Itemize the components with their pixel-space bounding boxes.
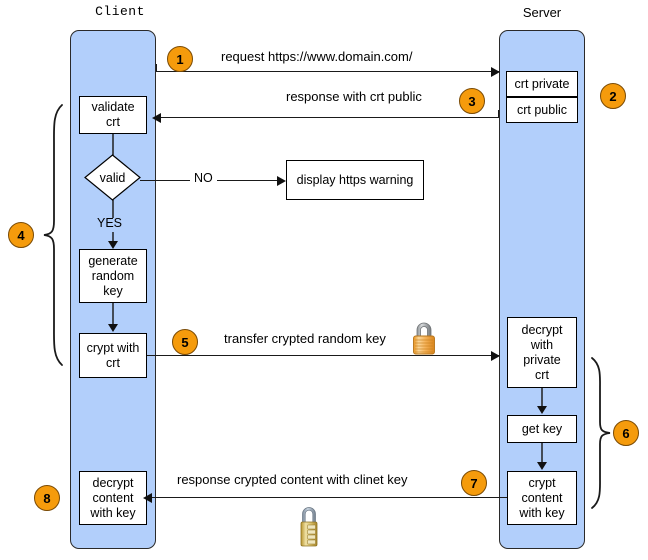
brace-server-decrypt-group bbox=[588, 356, 614, 510]
actor-title-client: Client bbox=[95, 4, 145, 19]
process-box-get-key: get key bbox=[507, 415, 577, 443]
message-line-response-content bbox=[147, 497, 507, 498]
padlock-combination-icon bbox=[296, 504, 322, 550]
process-box-validate-crt: validate crt bbox=[79, 96, 147, 134]
arrowhead-down-generate bbox=[108, 241, 118, 249]
arrowhead-right-request bbox=[491, 67, 500, 77]
actor-title-server: Server bbox=[522, 5, 562, 20]
padlock-icon bbox=[408, 318, 440, 356]
process-box-decrypt-content-with-key: decrypt content with key bbox=[79, 471, 147, 525]
arrowhead-right-transfer-key bbox=[491, 351, 500, 361]
step-badge-3: 3 bbox=[459, 88, 485, 114]
step-badge-2: 2 bbox=[600, 83, 626, 109]
arrowhead-down-crypt bbox=[108, 324, 118, 332]
arrowhead-left-response-crt bbox=[152, 113, 161, 123]
process-box-crt-public: crt public bbox=[506, 97, 578, 123]
branch-label-no: NO bbox=[190, 171, 217, 185]
message-tick-response-crt-start bbox=[498, 110, 499, 118]
message-label-response-crt: response with crt public bbox=[286, 89, 422, 104]
process-box-display-https-warning: display https warning bbox=[286, 160, 424, 200]
message-line-response-crt bbox=[156, 117, 499, 118]
arrowhead-down-crypt-content bbox=[537, 462, 547, 470]
arrowhead-down-getkey bbox=[537, 406, 547, 414]
arrowhead-right-warning bbox=[277, 176, 286, 186]
connector-generate-to-crypt bbox=[112, 303, 114, 327]
connector-decrypt-to-getkey bbox=[541, 388, 543, 408]
message-label-request: request https://www.domain.com/ bbox=[221, 49, 413, 64]
message-tick-request-start bbox=[156, 64, 157, 72]
process-box-crt-private: crt private bbox=[506, 71, 578, 97]
connector-getkey-to-crypt bbox=[541, 443, 543, 463]
arrowhead-left-response-content bbox=[143, 493, 152, 503]
process-box-decrypt-with-private-crt: decrypt with private crt bbox=[507, 317, 577, 388]
step-badge-1: 1 bbox=[167, 46, 193, 72]
process-box-generate-random-key: generate random key bbox=[79, 249, 147, 303]
step-badge-5: 5 bbox=[172, 329, 198, 355]
process-box-crypt-with-crt: crypt with crt bbox=[79, 333, 147, 378]
message-line-request bbox=[156, 71, 499, 72]
step-badge-7: 7 bbox=[461, 470, 487, 496]
step-badge-4: 4 bbox=[8, 222, 34, 248]
message-line-transfer-key bbox=[147, 355, 499, 356]
connector-valid-to-yes bbox=[112, 200, 114, 218]
step-badge-8: 8 bbox=[34, 485, 60, 511]
process-box-crypt-content-with-key: crypt content with key bbox=[507, 471, 577, 525]
brace-client-validation-group bbox=[40, 103, 66, 367]
branch-label-yes: YES bbox=[97, 216, 123, 230]
decision-diamond-valid: valid bbox=[84, 154, 141, 201]
message-label-response-content: response crypted content with clinet key bbox=[177, 472, 408, 487]
connector-yes-to-generate bbox=[112, 232, 114, 244]
message-label-transfer-key: transfer crypted random key bbox=[224, 331, 386, 346]
step-badge-6: 6 bbox=[613, 420, 639, 446]
connector-validate-to-valid bbox=[112, 133, 114, 155]
